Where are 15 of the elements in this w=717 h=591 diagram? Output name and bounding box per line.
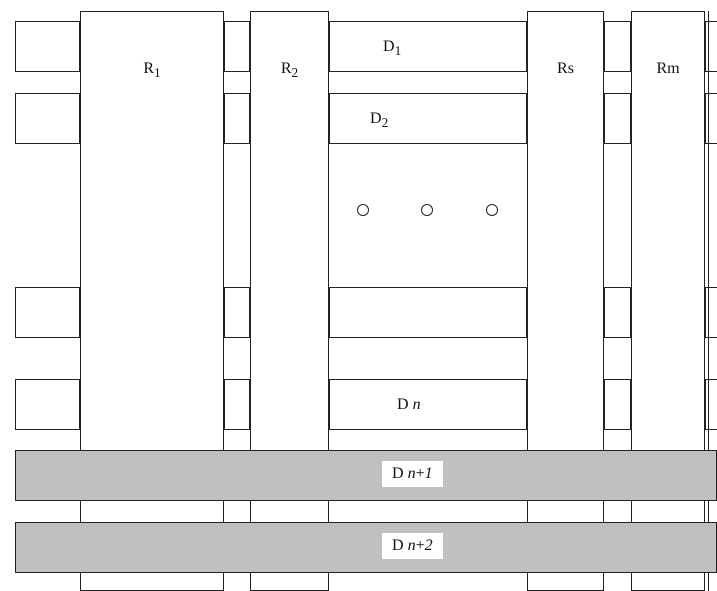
column-label: R$_{2}$ [280,60,298,82]
horizontal-band [329,379,527,430]
band-label: D n [397,396,421,414]
horizontal-band [15,522,717,573]
horizontal-band [329,21,527,72]
band-label: D$_{2}$ [370,110,388,132]
column-label: Rm [656,60,680,78]
band-label: D$_{1}$ [383,38,402,60]
horizontal-band [329,93,527,144]
horizontal-band [329,287,527,338]
band-label: D n+2 [382,533,443,559]
column-label: Rs [557,60,574,78]
horizontal-band [15,450,717,501]
band-label: D n+1 [382,461,443,487]
column-label: R$_{1}$ [143,60,161,82]
